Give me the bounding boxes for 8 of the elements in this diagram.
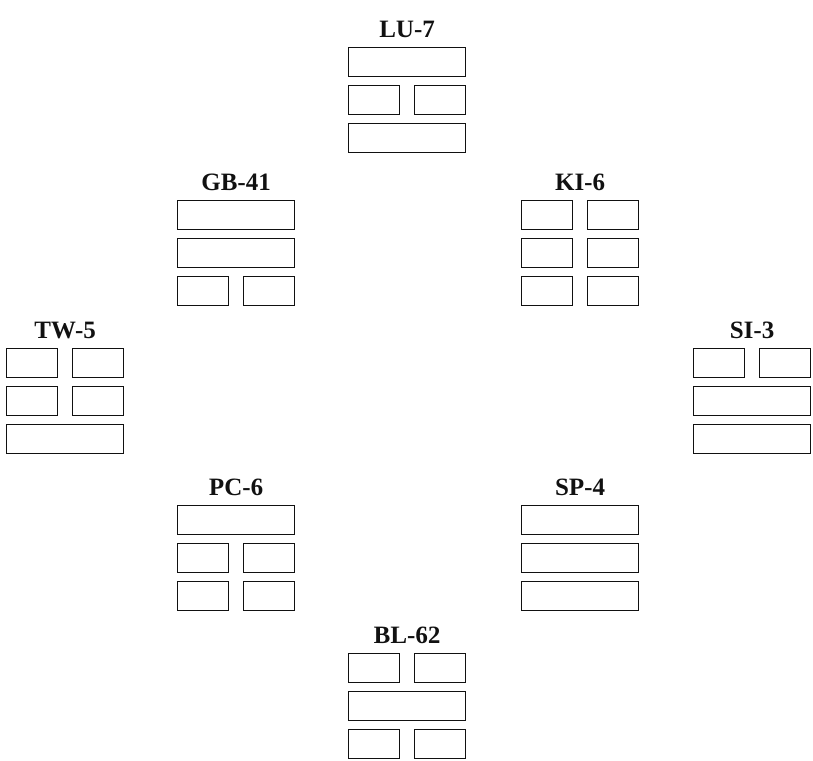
point-label: LU-7 <box>379 17 435 43</box>
point-label: KI-6 <box>555 170 605 196</box>
point-label: GB-41 <box>201 170 271 196</box>
point-label: SP-4 <box>555 475 605 501</box>
point-label: BL-62 <box>374 623 440 649</box>
point-label: SI-3 <box>730 318 774 344</box>
point-label: PC-6 <box>208 475 264 501</box>
point-label: TW-5 <box>34 318 96 344</box>
